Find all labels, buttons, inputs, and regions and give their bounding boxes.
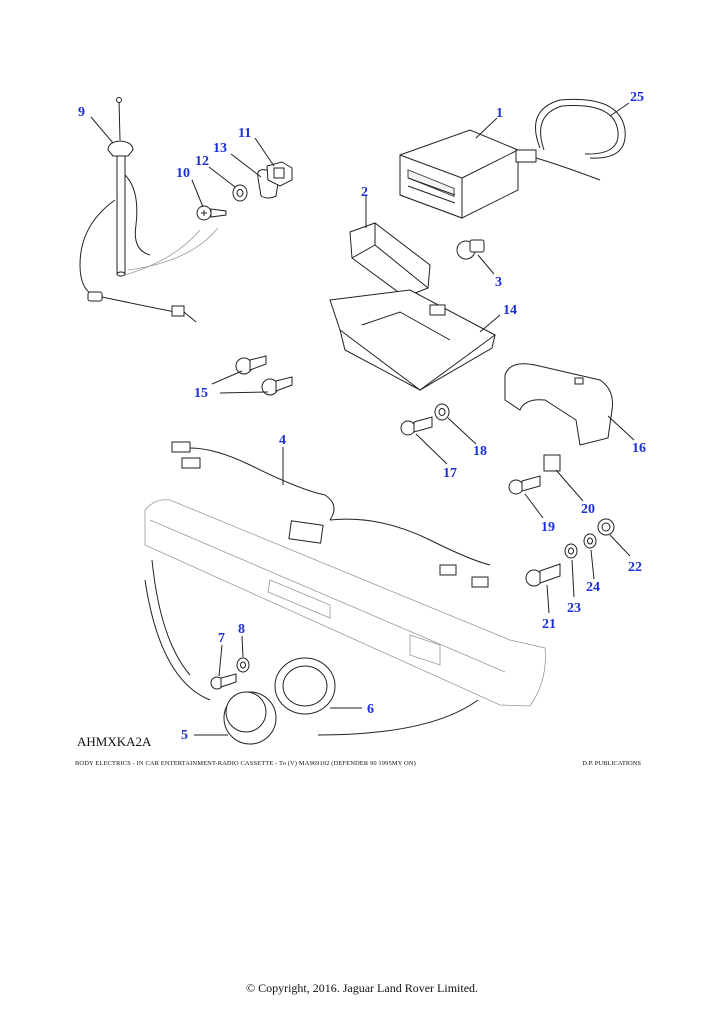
- callout-13: 13: [213, 141, 227, 156]
- callout-22: 22: [628, 560, 642, 575]
- copyright: © Copyright, 2016. Jaguar Land Rover Lim…: [245, 981, 479, 995]
- callout-5: 5: [181, 728, 188, 743]
- publisher: D.P. PUBLICATIONS: [582, 760, 641, 767]
- callout-3: 3: [495, 275, 502, 290]
- screw-19-clip-20: [508, 454, 561, 495]
- drawing-caption: BODY ELECTRICS - IN CAR ENTERTAINMENT-RA…: [75, 760, 416, 767]
- callout-23: 23: [567, 601, 581, 616]
- callout-8: 8: [238, 622, 245, 637]
- clip-3: [456, 239, 485, 260]
- screw-17-washer-18: [400, 403, 450, 436]
- callout-10: 10: [176, 166, 190, 181]
- callout-labels: 1 2 3 4 5 6 7 8 9 10 11 12 13 14 15 16 1…: [78, 90, 646, 743]
- wiring-harness: [171, 441, 491, 588]
- aerial-assembly: [79, 97, 219, 323]
- callout-17: 17: [443, 466, 457, 481]
- dash-panel: [144, 499, 546, 736]
- lead-assembly: [515, 98, 626, 181]
- aerial-fixings: [196, 161, 293, 221]
- callout-1: 1: [496, 106, 503, 121]
- callout-25: 25: [630, 90, 644, 105]
- callout-15: 15: [194, 386, 208, 401]
- callout-2: 2: [361, 185, 368, 200]
- callout-12: 12: [195, 154, 209, 169]
- callout-24: 24: [586, 580, 600, 595]
- drawing-code: AHMXKA2A: [77, 734, 152, 749]
- bracket-16: [504, 363, 613, 446]
- callout-20: 20: [581, 502, 595, 517]
- clips-15: [235, 355, 293, 396]
- callout-7: 7: [218, 631, 225, 646]
- radio-housing: [329, 289, 496, 391]
- callout-4: 4: [279, 433, 286, 448]
- callout-14: 14: [503, 303, 517, 318]
- radio-sleeve: [349, 222, 431, 298]
- screw-21-washers-nut: [525, 518, 615, 587]
- radio-cassette-unit: [399, 129, 519, 219]
- callout-19: 19: [541, 520, 555, 535]
- callout-9: 9: [78, 105, 85, 120]
- callout-18: 18: [473, 444, 487, 459]
- leader-lines: [90, 102, 635, 736]
- callout-21: 21: [542, 617, 556, 632]
- callout-6: 6: [367, 702, 374, 717]
- callout-11: 11: [238, 126, 251, 141]
- speaker-parts: [210, 657, 336, 745]
- callout-16: 16: [632, 441, 646, 456]
